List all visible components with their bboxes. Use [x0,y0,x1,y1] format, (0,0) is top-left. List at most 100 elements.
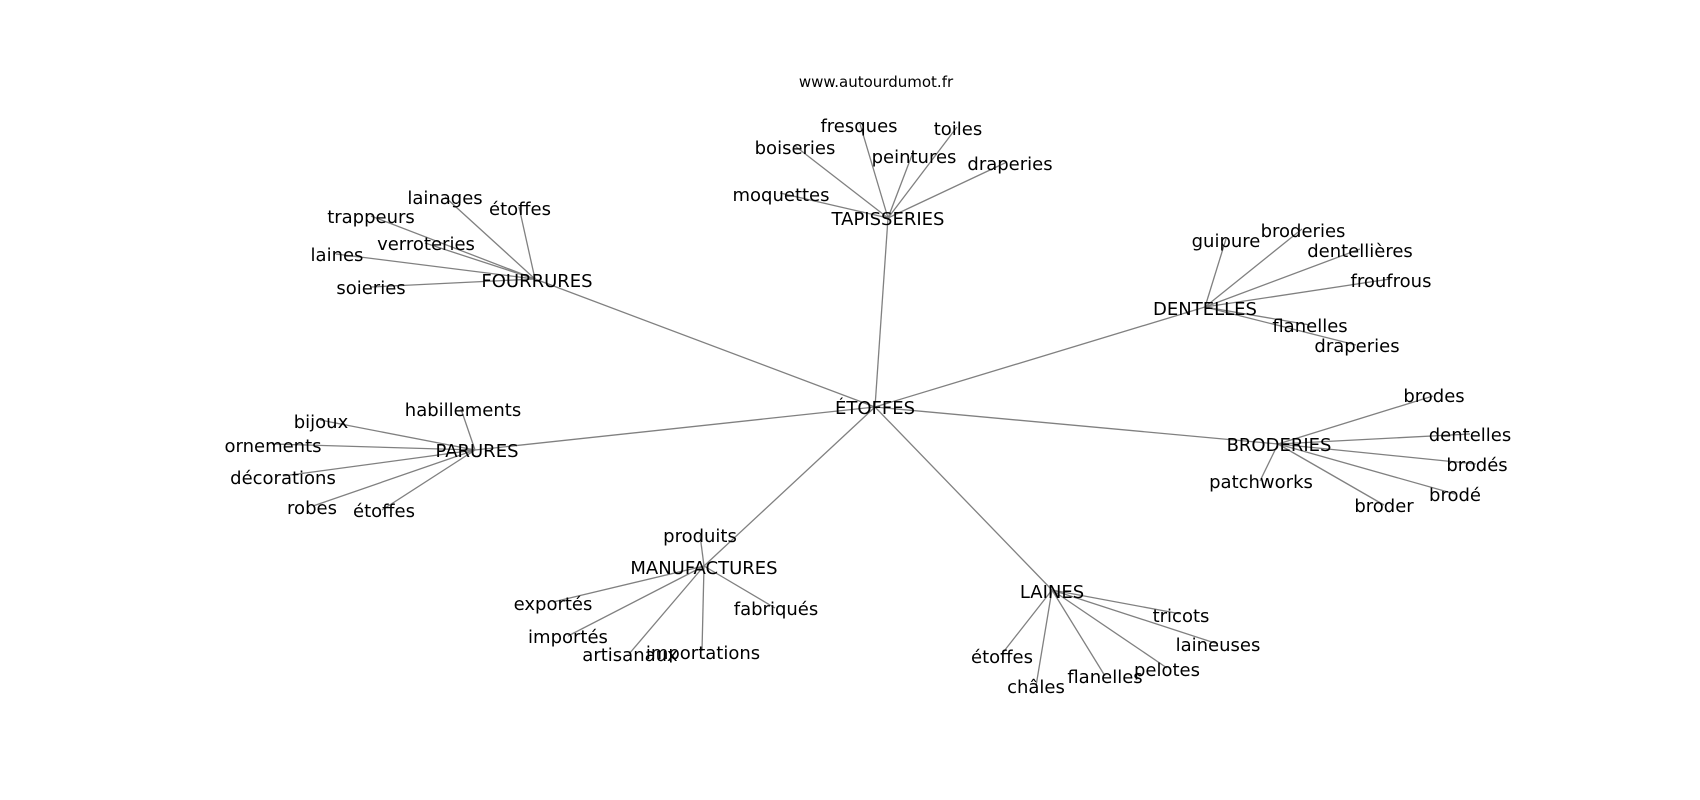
edge-center-fourrures [534,278,876,408]
edge-parures-2 [271,443,476,451]
edge-manufactures-0 [699,534,705,567]
edge-fourrures-5 [370,278,536,288]
leaf-node-broderies-5: broder [1354,496,1414,517]
edge-laines-0 [1051,589,1182,615]
leaf-node-broderies-1: dentelles [1429,425,1512,446]
edge-dentelles-2 [1204,248,1361,308]
edge-laines-3 [1051,589,1168,669]
edge-dentelles-3 [1204,278,1391,308]
group-node-tapisseries: TAPISSERIES [831,209,945,230]
leaf-node-broderies-4: brodé [1429,485,1481,506]
edge-dentelles-4 [1204,306,1311,326]
leaf-node-broderies-0: brodes [1403,386,1464,407]
edge-broderies-2 [1277,443,1477,465]
leaf-node-tapisseries-0: fresques [820,116,897,137]
edge-dentelles-5 [1204,306,1357,346]
leaf-node-parures-4: robes [287,498,337,519]
edge-tapisseries-3 [887,154,913,219]
edge-center-laines [874,406,1053,591]
edge-center-parures [474,406,876,451]
edge-parures-5 [381,449,476,511]
leaf-node-laines-0: tricots [1153,606,1210,627]
leaf-node-broderies-2: brodés [1446,455,1507,476]
leaf-node-fourrures-3: verroteries [377,234,475,255]
leaf-node-tapisseries-1: toiles [934,119,983,140]
leaf-node-parures-1: habillements [405,400,521,421]
edge-manufactures-2 [703,565,776,609]
leaf-node-laines-5: châles [1007,677,1065,698]
edge-parures-1 [460,408,476,451]
edge-tapisseries-4 [887,161,1008,219]
edge-fourrures-1 [518,206,536,280]
leaf-node-broderies-3: patchworks [1209,472,1313,493]
edge-broderies-5 [1277,443,1385,506]
leaf-node-dentelles-5: draperies [1314,336,1399,357]
leaf-node-laines-4: flanelles [1067,667,1142,688]
leaf-node-tapisseries-2: boiseries [755,138,836,159]
edge-broderies-4 [1277,443,1456,495]
edge-dentelles-1 [1204,228,1303,308]
leaf-node-tapisseries-5: moquettes [732,185,829,206]
leaf-node-tapisseries-4: draperies [967,154,1052,175]
edge-fourrures-4 [335,253,536,280]
leaf-node-manufactures-2: fabriqués [734,599,818,620]
leaf-node-fourrures-5: soieries [336,278,405,299]
leaf-node-fourrures-0: lainages [407,188,482,209]
edge-laines-4 [1051,589,1106,677]
labels: www.autourdumot.fr ÉTOFFES TAPISSERIES fre… [224,73,1511,698]
edge-fourrures-2 [370,215,536,280]
edge-broderies-3 [1259,443,1279,482]
leaf-node-manufactures-4: artisanaux [582,645,678,666]
leaf-node-fourrures-4: laines [311,245,364,266]
leaf-node-parures-2: ornements [224,436,321,457]
leaf-node-manufactures-0: produits [663,526,737,547]
edge-center-dentelles [874,306,1206,408]
edge-center-tapisseries [874,217,889,408]
edge-manufactures-3 [567,565,705,637]
leaf-node-manufactures-3: importés [528,627,608,648]
edge-broderies-0 [1277,395,1434,445]
leaf-node-fourrures-1: étoffes [489,199,551,220]
edge-laines-1 [1051,589,1219,645]
leaf-node-manufactures-1: exportés [514,594,593,615]
leaf-node-parures-0: bijoux [294,412,349,433]
edge-tapisseries-0 [859,123,889,219]
edge-manufactures-5 [701,565,705,652]
group-node-fourrures: FOURRURES [481,271,592,292]
leaf-node-manufactures-5: importations [646,643,760,664]
edge-parures-3 [282,449,476,477]
source-url: www.autourdumot.fr [799,73,954,91]
leaf-node-fourrures-2: trappeurs [327,207,415,228]
edge-fourrures-0 [444,196,536,280]
edge-dentelles-0 [1204,238,1227,308]
edge-tapisseries-1 [887,126,958,219]
edge-broderies-1 [1277,433,1471,445]
edge-center-manufactures [703,406,876,567]
leaf-node-parures-3: décorations [230,468,336,489]
edge-parures-0 [319,419,476,451]
edge-tapisseries-2 [794,145,889,219]
leaf-node-laines-3: pelotes [1134,660,1200,681]
leaf-node-tapisseries-3: peintures [872,147,957,168]
group-node-manufactures: MANUFACTURES [630,558,777,579]
leaf-node-dentelles-2: dentellières [1307,241,1413,262]
edge-laines-2 [1000,589,1053,656]
edge-manufactures-4 [628,565,705,655]
edge-tapisseries-5 [779,192,889,219]
group-node-broderies: BRODERIES [1227,435,1332,456]
leaf-node-dentelles-0: guipure [1192,231,1261,252]
edge-manufactures-1 [552,565,705,603]
edge-fourrures-3 [424,242,536,280]
leaf-node-dentelles-4: flanelles [1272,316,1347,337]
leaf-node-dentelles-1: broderies [1261,221,1346,242]
edge-center-broderies [874,406,1279,445]
group-node-dentelles: DENTELLES [1153,299,1257,320]
leaf-node-laines-1: laineuses [1176,635,1261,656]
edge-parures-4 [312,449,476,507]
edges [271,123,1477,687]
center-node: ÉTOFFES [835,397,915,419]
edge-laines-5 [1035,589,1053,687]
leaf-node-parures-5: étoffes [353,501,415,522]
